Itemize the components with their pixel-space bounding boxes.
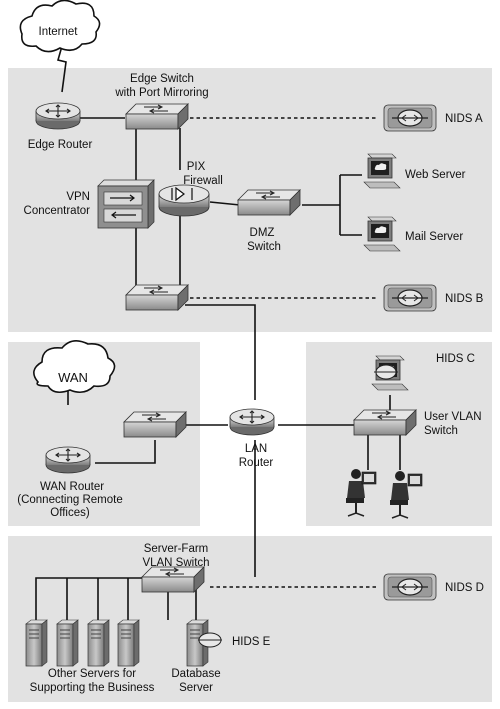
pix-label-line1: PIX: [187, 161, 206, 173]
database-label-line2: Server: [179, 682, 213, 694]
hids-c: HIDS C: [371, 353, 475, 391]
router-icon: [229, 408, 275, 436]
server-farm-label-line2: VLAN Switch: [142, 557, 209, 569]
server-icon: [87, 619, 110, 667]
web-server: Web Server: [363, 153, 466, 189]
switch-icon: [125, 103, 189, 130]
switch-icon: [353, 409, 417, 436]
dmz-label-line2: Switch: [247, 241, 281, 253]
edge-switch: Edge Switch with Port Mirroring: [114, 73, 209, 130]
edge-switch-label-line1: Edge Switch: [130, 73, 194, 85]
database-server: HIDS E Database Server: [171, 619, 271, 694]
network-links: [35, 45, 401, 622]
router-icon: [35, 102, 81, 130]
pix-label-line2: Firewall: [183, 175, 223, 187]
nids-b: NIDS B: [383, 284, 484, 312]
switch-icon: [123, 411, 187, 438]
wan-router-label-line2: (Connecting Remote: [17, 494, 122, 506]
nids-d-label: NIDS D: [445, 582, 484, 594]
nids-d: NIDS D: [383, 573, 484, 601]
dmz-switch: DMZ Switch: [237, 189, 301, 253]
switch-icon: [237, 189, 301, 216]
web-server-label: Web Server: [405, 169, 466, 181]
wan-switch: [123, 411, 187, 438]
mail-server: Mail Server: [363, 216, 463, 252]
database-label-line1: Database: [171, 668, 220, 680]
pix-firewall: PIX Firewall: [158, 161, 223, 217]
other-servers: Other Servers for Supporting the Busines…: [25, 619, 155, 694]
server-icon: [25, 619, 48, 667]
wan-router-label-line1: WAN Router: [40, 481, 104, 493]
vpn-label-line1: VPN: [66, 191, 90, 203]
hids-c-label: HIDS C: [436, 353, 475, 365]
server-farm-switch: Server-Farm VLAN Switch: [141, 543, 210, 593]
lan-router-label-line1: LAN: [245, 443, 267, 455]
router-icon: [45, 446, 91, 474]
ids-sensor-icon: [383, 104, 437, 132]
wan-cloud: WAN: [33, 340, 116, 394]
nids-a-label: NIDS A: [445, 113, 483, 125]
server-icon: [117, 619, 140, 667]
user-vlan-switch: User VLAN Switch: [353, 409, 482, 437]
server-icon: [56, 619, 79, 667]
mail-server-label: Mail Server: [405, 231, 463, 243]
server-farm-zone: [8, 536, 492, 702]
other-servers-label-line2: Supporting the Business: [30, 682, 155, 694]
internal-switch: [125, 284, 189, 311]
switch-icon: [125, 284, 189, 311]
dmz-label-line1: DMZ: [250, 227, 275, 239]
hids-e-label: HIDS E: [232, 636, 271, 648]
user-vlan-label-line2: Switch: [424, 425, 458, 437]
wan-label: WAN: [58, 370, 88, 385]
user-workstations: [345, 468, 423, 519]
other-servers-label-line1: Other Servers for: [48, 668, 136, 680]
ids-sensor-icon: [383, 573, 437, 601]
nids-a: NIDS A: [383, 104, 483, 132]
edge-router: Edge Router: [28, 102, 93, 151]
edge-router-label: Edge Router: [28, 139, 93, 151]
wan-router-label-line3: Offices): [50, 507, 90, 519]
internet-cloud: Internet: [19, 0, 101, 53]
internet-label: Internet: [39, 26, 79, 38]
user-vlan-label-line1: User VLAN: [424, 411, 482, 423]
wan-router: WAN Router (Connecting Remote Offices): [17, 446, 123, 519]
mirror-links: [190, 117, 378, 588]
server-farm-label-line1: Server-Farm: [144, 543, 209, 555]
lan-router: LAN Router: [229, 408, 275, 469]
vpn-label-line2: Concentrator: [24, 205, 91, 217]
ids-sensor-icon: [383, 284, 437, 312]
vpn-concentrator: VPN Concentrator: [24, 179, 155, 229]
lan-router-label-line2: Router: [239, 457, 274, 469]
edge-switch-label-line2: with Port Mirroring: [114, 87, 208, 99]
nids-b-label: NIDS B: [445, 293, 484, 305]
switch-icon: [141, 566, 205, 593]
